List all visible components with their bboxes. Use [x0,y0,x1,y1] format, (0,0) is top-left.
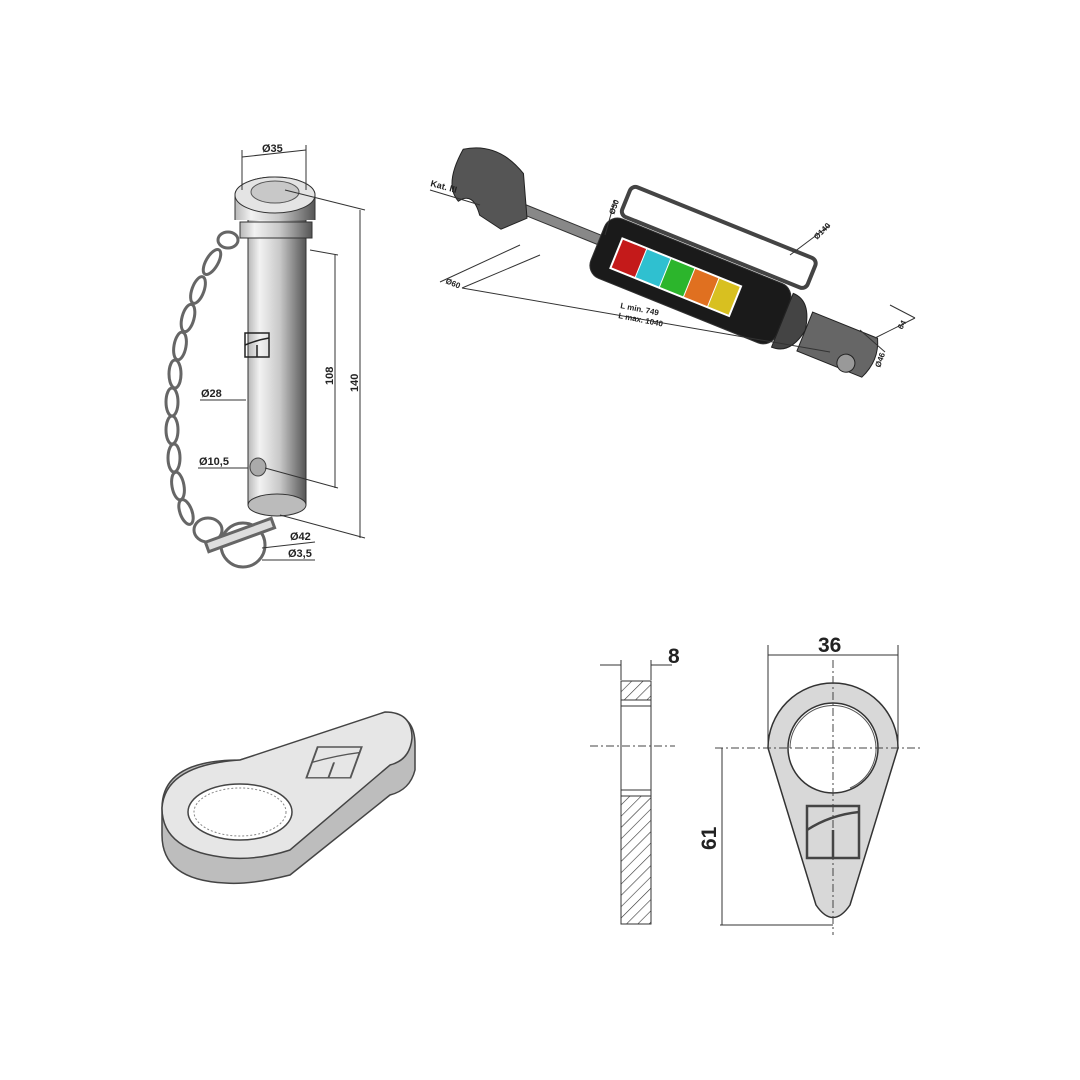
cylinder-color-orange [684,268,719,307]
dim-thickness: 8 [668,645,680,668]
dim-height: 61 [698,826,721,850]
dim-pin-diameter: Ø50 [607,198,621,216]
hydraulic-top-link-drawing: Kat. III Ø50 Ø140 Ø60 L min. 749 L max. … [429,147,916,378]
linch-pin-drawing: Ø35 108 140 Ø28 Ø10,5 Ø42 Ø3,5 [164,143,366,569]
nut-threaded-hole [187,783,293,841]
dim-cylinder-diameter: Ø140 [812,221,833,242]
dim-ring-diameter: Ø42 [290,531,311,543]
cylinder-color-green [659,259,695,297]
handle-guard [619,184,818,290]
lynch-ring [203,516,277,569]
cylinder-color-cyan [635,249,671,287]
dim-hole-diameter: Ø10,5 [199,456,229,468]
piston-rod [517,202,607,247]
dim-shaft-diameter: Ø28 [201,388,222,400]
chain [164,230,240,544]
dim-hook-width: Ø60 [444,277,462,291]
nut-brand-logo-icon [305,746,363,779]
dim-head-diameter: Ø35 [262,143,283,155]
nut-section-view: 8 [590,645,680,925]
nut-front-view: 36 61 [698,634,920,935]
cross-hole [249,457,267,477]
cylinder-color-yellow [708,278,740,315]
dim-total-length: 140 [349,374,361,392]
dim-usable-length: 108 [324,367,336,385]
dim-wire-diameter: Ø3,5 [288,548,312,560]
dim-end-width: 64 [896,318,909,331]
cylinder-color-red [611,239,647,277]
hook-end [451,147,528,230]
brand-logo-icon [244,332,270,358]
clevis-end [796,311,879,378]
nut-3d-drawing [161,711,416,885]
dim-width: 36 [818,634,841,657]
